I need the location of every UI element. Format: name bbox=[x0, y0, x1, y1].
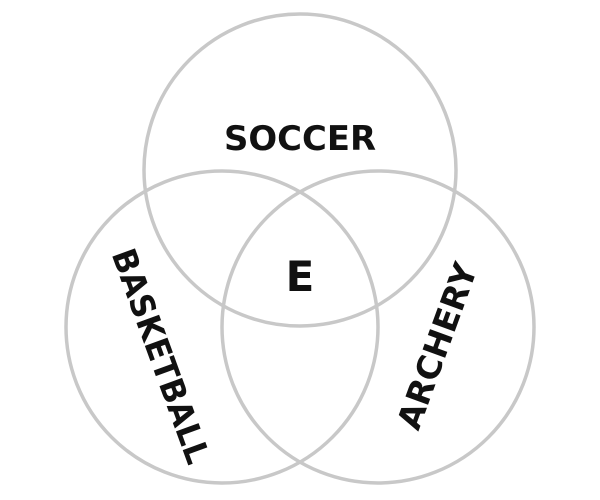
soccer-label: SOCCER bbox=[224, 119, 376, 159]
basketball-circle bbox=[64, 169, 380, 485]
basketball-label: BASKETBALL bbox=[104, 243, 218, 469]
archery-label: ARCHERY bbox=[389, 257, 486, 435]
archery-circle bbox=[220, 169, 536, 485]
soccer-circle bbox=[142, 12, 458, 328]
center-intersection-label: E bbox=[286, 252, 315, 301]
